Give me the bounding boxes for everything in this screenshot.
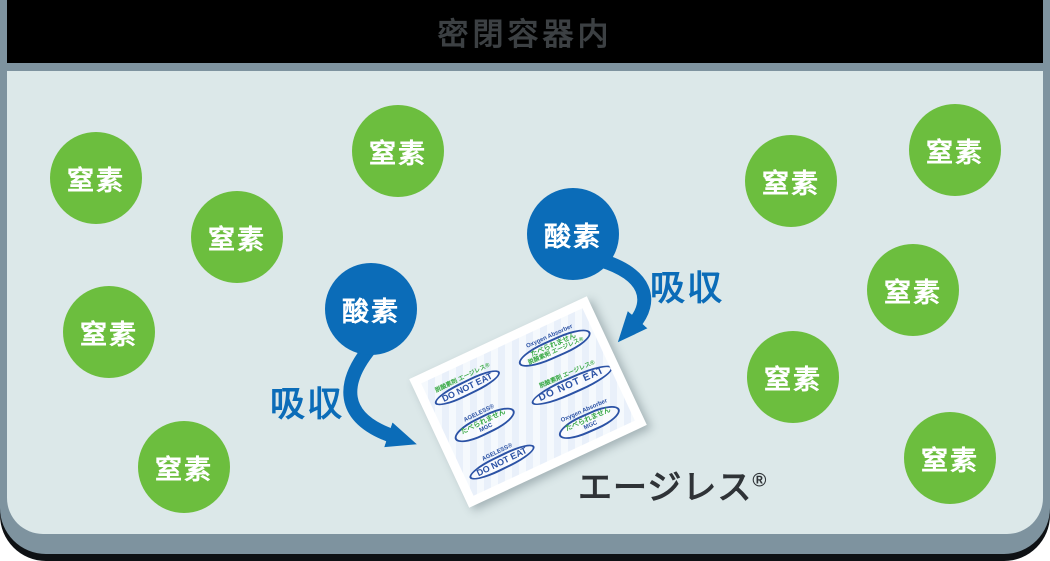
registered-mark: ® (752, 470, 768, 492)
title-bar: 密閉容器内 (7, 0, 1043, 63)
nitrogen-molecule: 窒素 (63, 286, 155, 378)
oxygen-molecule: 酸素 (527, 188, 619, 280)
nitrogen-molecule: 窒素 (904, 412, 996, 504)
nitrogen-molecule: 窒素 (867, 244, 959, 336)
absorb-label-left: 吸収 (270, 385, 345, 424)
diagram-title: 密閉容器内 (437, 17, 613, 52)
absorption-arrow-right (593, 253, 652, 343)
container-interior: 窒素 窒素 窒素 窒素 窒素 窒素 窒素 窒素 窒素 窒素 酸素 (7, 71, 1043, 534)
absorb-label-right: 吸収 (650, 269, 725, 308)
nitrogen-molecule: 窒素 (50, 132, 142, 224)
nitrogen-molecule: 窒素 (747, 331, 839, 423)
nitrogen-molecule: 窒素 (352, 105, 444, 197)
nitrogen-molecule: 窒素 (745, 135, 837, 227)
oxygen-molecule: 酸素 (325, 263, 417, 355)
nitrogen-molecule: 窒素 (191, 191, 283, 283)
absorption-arrow-left (343, 340, 417, 448)
product-caption: エージレス® (578, 460, 767, 509)
product-name: エージレス (578, 469, 753, 507)
nitrogen-molecule: 窒素 (138, 421, 230, 513)
nitrogen-molecule: 窒素 (909, 104, 1001, 196)
